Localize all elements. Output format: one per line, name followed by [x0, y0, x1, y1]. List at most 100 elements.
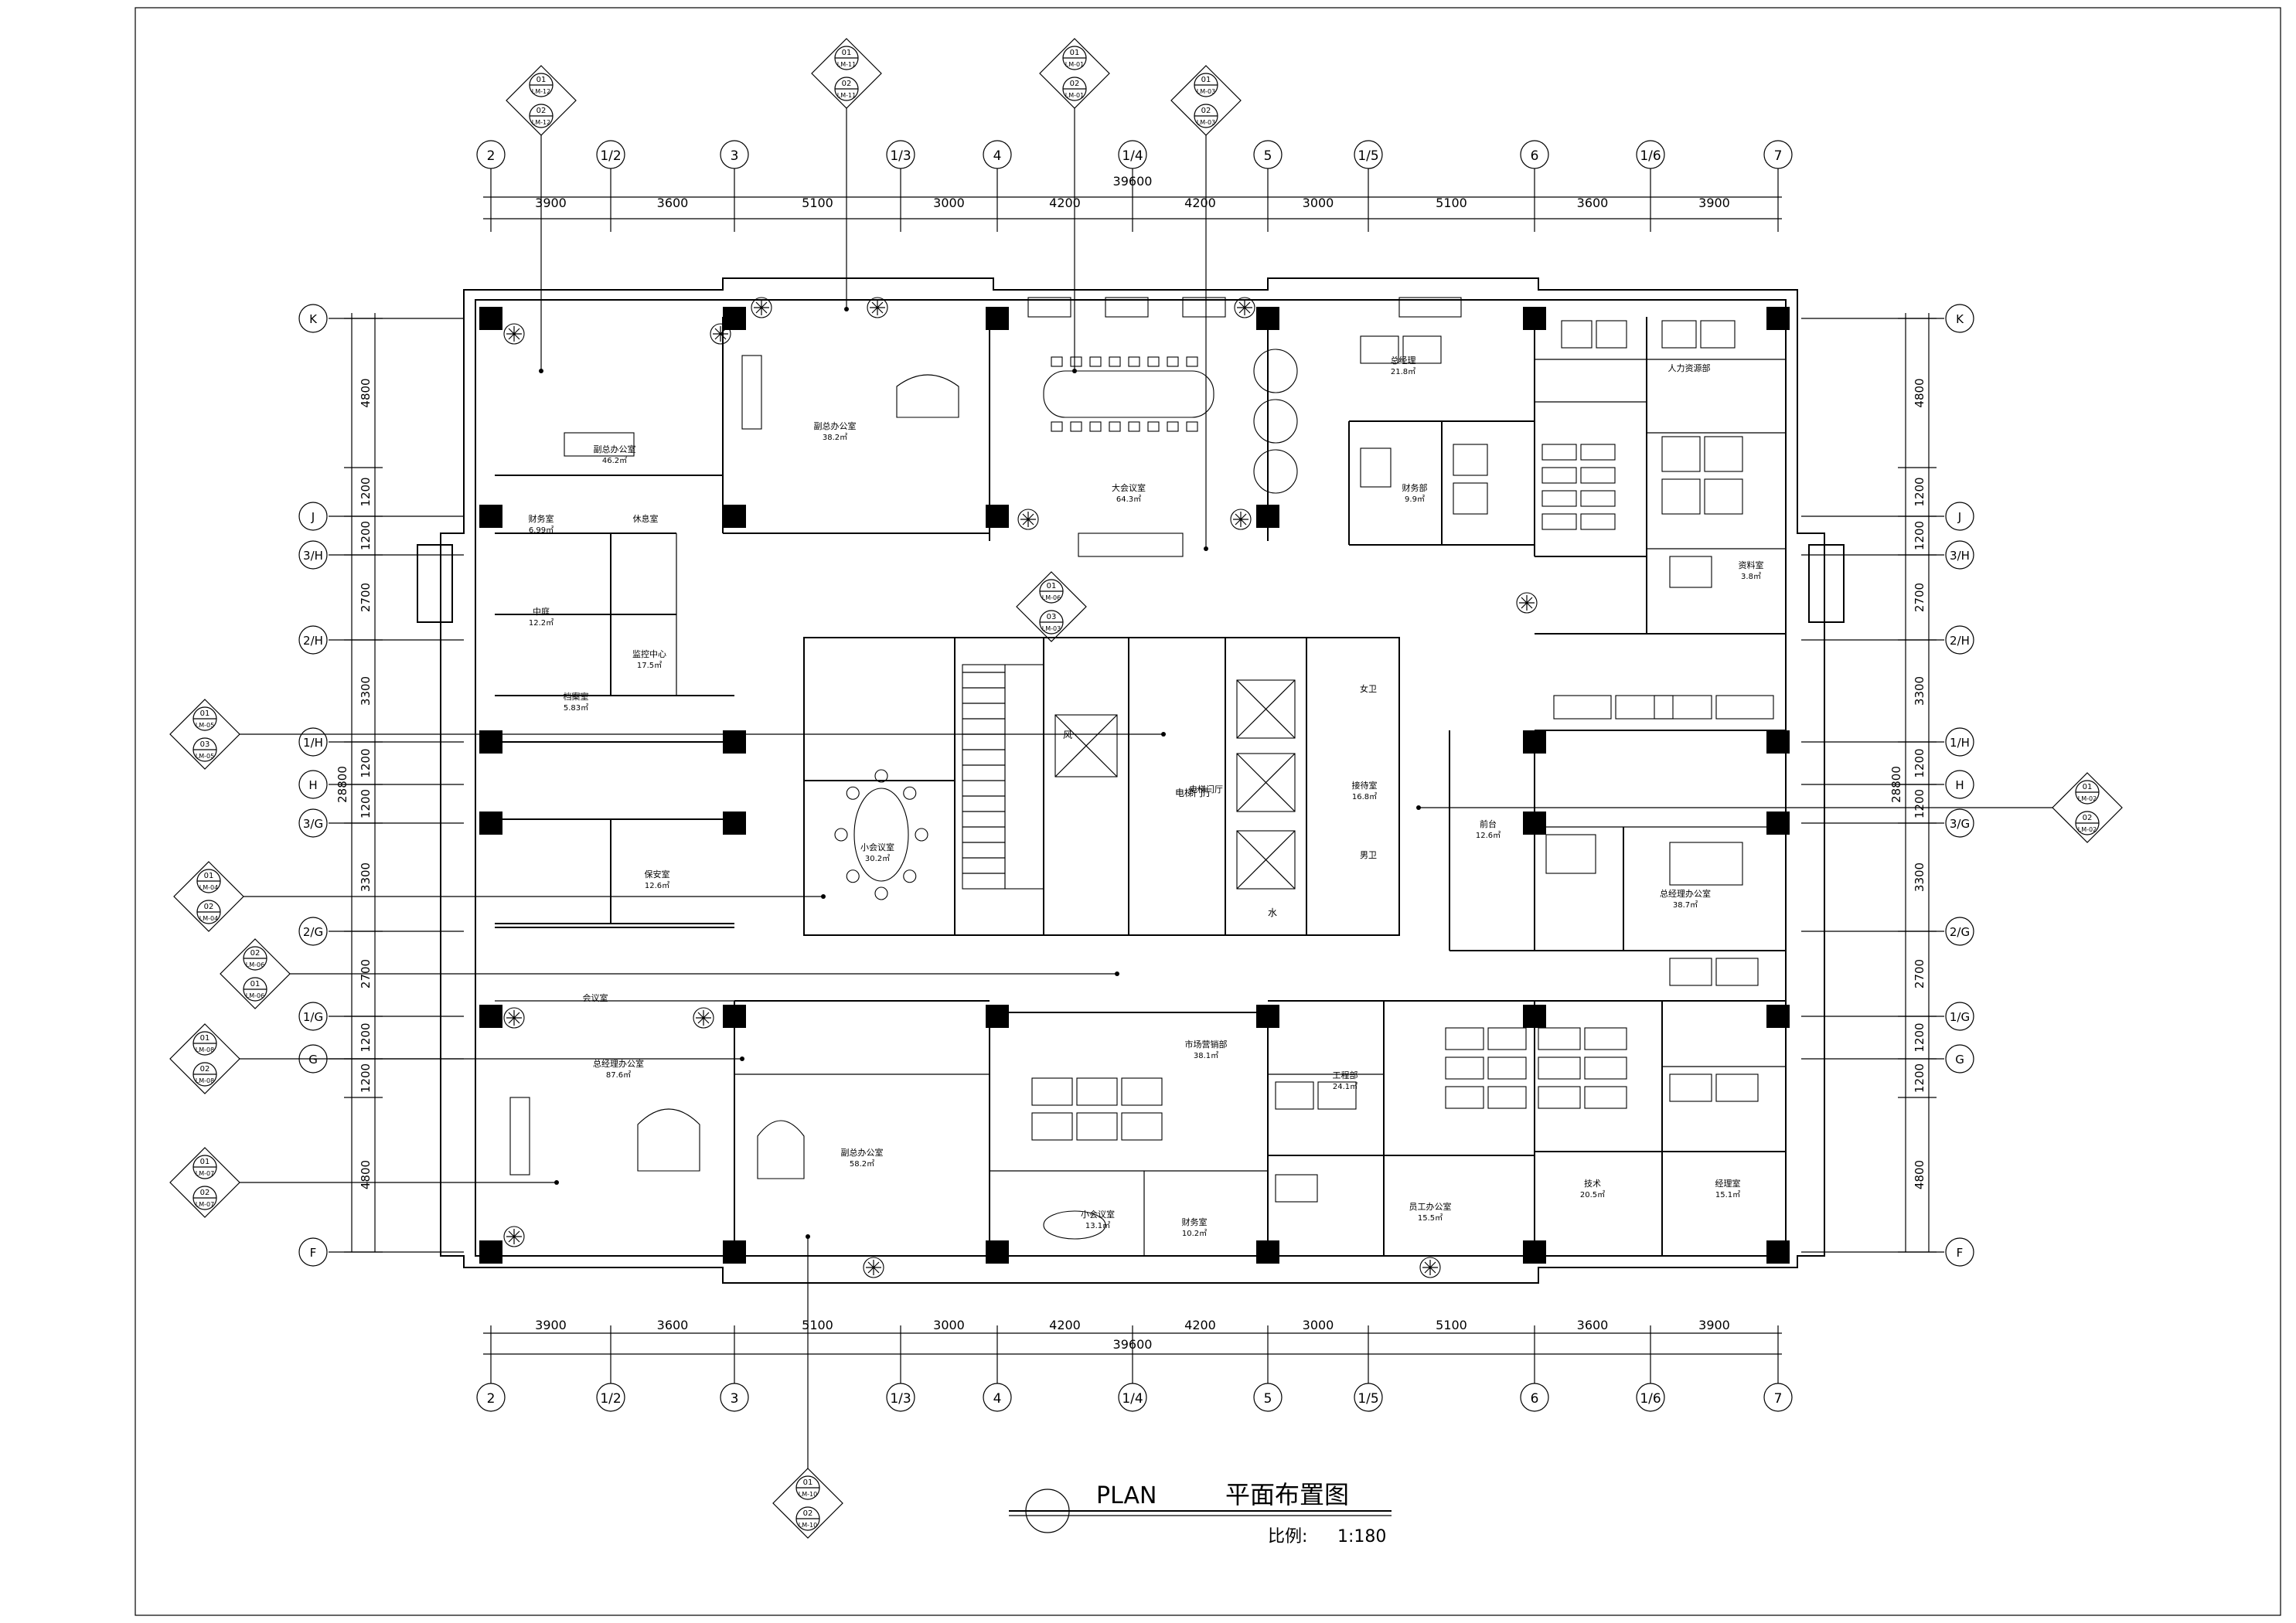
- column-bubble-label: 1/3: [890, 1391, 911, 1407]
- column-bubble: 3: [720, 1383, 749, 1412]
- dim-left-span: 4800: [359, 378, 373, 407]
- dim-top-span: 3900: [1698, 196, 1730, 210]
- dim-bottom-span: 3600: [657, 1318, 689, 1332]
- column-block: [986, 1005, 1009, 1028]
- dim-bottom-span: 3000: [933, 1318, 965, 1332]
- room-name: 中庭: [533, 606, 550, 617]
- row-bubble: K: [298, 304, 328, 333]
- room-area: 38.7㎡: [1673, 900, 1698, 910]
- column-bubble-label: 6: [1531, 1391, 1539, 1407]
- column-bubble: 5: [1253, 1383, 1283, 1412]
- dim-bottom-span: 3000: [1303, 1318, 1334, 1332]
- callout-top-sheet: LM-10: [799, 1491, 817, 1498]
- column-block: [1523, 307, 1546, 330]
- dim-bottom-span: 4200: [1049, 1318, 1081, 1332]
- dim-right-span: 4800: [1913, 378, 1926, 407]
- room-area: 12.6㎡: [645, 881, 669, 890]
- column-block: [1523, 812, 1546, 835]
- dimension-text-group: 3900 3900 3600 3600 5100 5100 3000 3000 4200 4200…: [336, 174, 1937, 1364]
- room-name: 市场营销部: [1185, 1039, 1228, 1050]
- row-bubble: J: [1945, 502, 1974, 531]
- room-area: 87.6㎡: [606, 1070, 631, 1080]
- column-bubble: 1/3: [886, 1383, 915, 1412]
- room-name: 小会议室: [1081, 1209, 1115, 1220]
- row-bubble-label: 1/H: [303, 736, 323, 750]
- row-bubble-label: H: [1955, 778, 1964, 792]
- row-bubble-label: J: [311, 510, 315, 524]
- row-bubble: 1/H: [298, 727, 328, 757]
- column-bubble-label: 5: [1264, 148, 1272, 164]
- row-bubble-label: 1/G: [303, 1010, 323, 1024]
- column-bubble: 6: [1520, 1383, 1549, 1412]
- room-area: 6.99㎡: [529, 526, 554, 535]
- column-block: [479, 505, 502, 528]
- room-name: 监控中心: [632, 648, 666, 659]
- scale-value: 1:180: [1337, 1527, 1386, 1546]
- room-name: 接待室: [1352, 780, 1378, 791]
- row-bubble-label: 3/H: [1950, 549, 1970, 563]
- row-bubble-label: 2/H: [1950, 634, 1970, 648]
- column-bubble: 2: [476, 1383, 506, 1412]
- dim-bottom-span: 3600: [1577, 1318, 1609, 1332]
- dim-left-span: 1200: [359, 521, 373, 550]
- column-block: [986, 1240, 1009, 1264]
- callout-bottom-sheet: LM-02: [2078, 826, 2097, 833]
- room-name: 经理室: [1715, 1178, 1741, 1189]
- room-name: 员工办公室: [1409, 1201, 1452, 1212]
- callout-leader-dot: [1161, 732, 1166, 737]
- row-bubble: 2/H: [298, 625, 328, 655]
- column-bubble-label: 2: [487, 148, 496, 164]
- dim-left-span: 1200: [359, 789, 373, 818]
- dim-right-span: 1200: [1913, 789, 1926, 818]
- callout-leader-dot: [1416, 805, 1421, 810]
- callout-top-number: 01: [537, 76, 547, 84]
- row-bubble-label: 2/G: [1950, 925, 1970, 939]
- callout-top-sheet: LM-06: [1042, 594, 1061, 601]
- callout-top-sheet: LM-06: [246, 961, 264, 968]
- column-bubble-label: 1/5: [1358, 1391, 1378, 1407]
- row-bubble: 3/H: [1945, 540, 1974, 570]
- column-bubble-label: 1/3: [890, 148, 911, 164]
- callout-bottom-sheet: LM-11: [837, 92, 856, 99]
- column-block: [723, 812, 746, 835]
- callout-bottom-sheet: LM-01: [1065, 92, 1084, 99]
- dim-top-span: 4200: [1184, 196, 1216, 210]
- dim-top-span: 5100: [802, 196, 833, 210]
- structural-columns: [479, 307, 1790, 1264]
- callout-bottom-number: 02: [1070, 80, 1080, 88]
- callout-top-sheet: LM-01: [1065, 61, 1084, 68]
- row-bubble: 1/G: [298, 1002, 328, 1031]
- callout-leader-dot: [1204, 546, 1208, 551]
- row-bubble-label: 1/H: [1950, 736, 1970, 750]
- callout-top-sheet: LM-05: [196, 722, 214, 729]
- callout-top-number: 02: [250, 949, 261, 958]
- row-bubble: H: [298, 770, 328, 799]
- row-bubble-label: G: [308, 1053, 318, 1067]
- building-outline: [417, 277, 1845, 1284]
- column-bubble-label: 4: [993, 1391, 1002, 1407]
- room-area: 17.5㎡: [637, 661, 662, 670]
- callout-bottom-number: 02: [803, 1509, 813, 1518]
- callout-leader-dot: [539, 369, 543, 373]
- room-area: 3.8㎡: [1741, 572, 1761, 581]
- dim-bottom-span: 5100: [1436, 1318, 1467, 1332]
- callout-top-sheet: LM-03: [1197, 88, 1215, 95]
- column-block: [1523, 730, 1546, 754]
- room-name: 大会议室: [1112, 482, 1146, 493]
- dim-bottom-span: 3900: [1698, 1318, 1730, 1332]
